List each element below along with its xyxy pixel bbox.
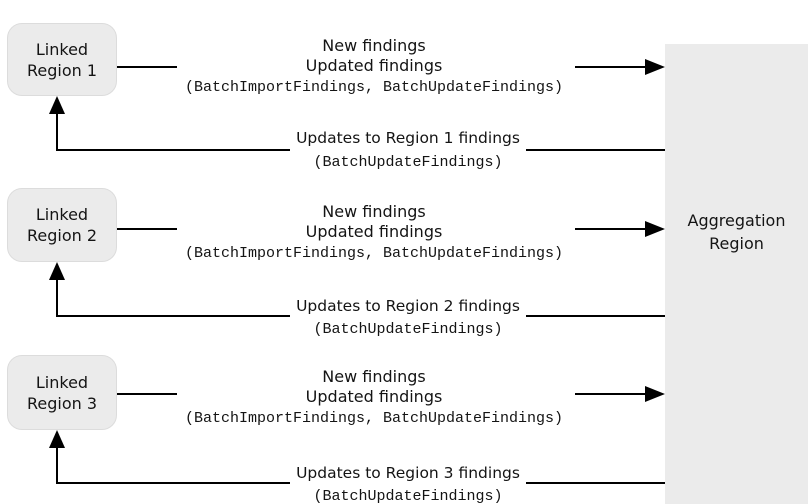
forward-arrow-3-label: New findings Updated findings (BatchImpo… — [178, 367, 570, 429]
return-arrow-3-vertical-segment — [56, 446, 58, 484]
return-arrow-3-right-segment — [526, 482, 665, 484]
forward-arrow-1-label: New findings Updated findings (BatchImpo… — [178, 36, 570, 98]
linked-region-3-label-line1: Linked — [35, 372, 89, 392]
forward-arrow-1-api-label: (BatchImportFindings, BatchUpdateFinding… — [184, 79, 564, 96]
return-arrowhead-2-icon — [49, 262, 65, 280]
linked-region-3-node: Linked Region 3 — [7, 355, 117, 430]
linked-region-2-label-line1: Linked — [35, 205, 89, 224]
aggregation-region-node — [665, 44, 808, 504]
forward-arrow-1-right-segment — [575, 66, 645, 68]
linked-region-1-label-line2: Region 1 — [26, 60, 98, 80]
return-arrow-2-right-segment — [526, 315, 665, 317]
linked-region-2-node: Linked Region 2 — [7, 188, 117, 262]
return-arrow-2-left-segment — [56, 315, 290, 317]
linked-region-3-label-line2: Region 3 — [26, 393, 98, 413]
return-arrow-3-left-segment — [56, 482, 290, 484]
forward-arrow-3-label-line1: New findings — [322, 367, 426, 386]
return-arrow-1-right-segment — [526, 149, 665, 151]
aggregation-region-label-line1: Aggregation — [687, 211, 786, 230]
forward-arrowhead-3-icon — [645, 386, 665, 402]
aggregation-region-label-line2: Region — [709, 234, 764, 253]
forward-arrow-2-label: New findings Updated findings (BatchImpo… — [178, 202, 570, 264]
forward-arrow-3-left-segment — [117, 393, 177, 395]
return-arrow-1-vertical-segment — [56, 112, 58, 151]
linked-region-2-label-line2: Region 2 — [26, 226, 98, 245]
aggregation-region-label: Aggregation Region — [665, 209, 808, 255]
forward-arrow-3-label-line2: Updated findings — [305, 387, 443, 406]
forward-arrow-1-left-segment — [117, 66, 177, 68]
return-arrowhead-1-icon — [49, 96, 65, 114]
return-arrow-1-api-label: (BatchUpdateFindings) — [313, 154, 503, 171]
forward-arrow-2-right-segment — [575, 228, 645, 230]
return-arrow-1-left-segment — [56, 149, 290, 151]
forward-arrow-2-api-label: (BatchImportFindings, BatchUpdateFinding… — [184, 245, 564, 262]
forward-arrowhead-1-icon — [645, 59, 665, 75]
return-arrow-1-label: Updates to Region 1 findings — [296, 129, 520, 147]
forward-arrow-3-right-segment — [575, 393, 645, 395]
return-arrow-2-vertical-segment — [56, 278, 58, 317]
forward-arrow-2-label-line2: Updated findings — [305, 222, 443, 241]
return-arrowhead-3-icon — [49, 430, 65, 448]
return-arrow-2-api-label: (BatchUpdateFindings) — [313, 321, 503, 338]
forward-arrow-2-left-segment — [117, 228, 177, 230]
return-arrow-3-api-label: (BatchUpdateFindings) — [313, 488, 503, 504]
linked-region-1-label-line1: Linked — [35, 39, 89, 59]
forward-arrowhead-2-icon — [645, 221, 665, 237]
forward-arrow-2-label-line1: New findings — [322, 202, 426, 221]
forward-arrow-3-api-label: (BatchImportFindings, BatchUpdateFinding… — [184, 410, 564, 427]
return-arrow-3-label: Updates to Region 3 findings — [296, 464, 520, 482]
forward-arrow-1-label-line1: New findings — [322, 36, 426, 55]
forward-arrow-1-label-line2: Updated findings — [305, 56, 443, 75]
linked-region-1-node: Linked Region 1 — [7, 23, 117, 96]
return-arrow-2-label: Updates to Region 2 findings — [296, 297, 520, 315]
